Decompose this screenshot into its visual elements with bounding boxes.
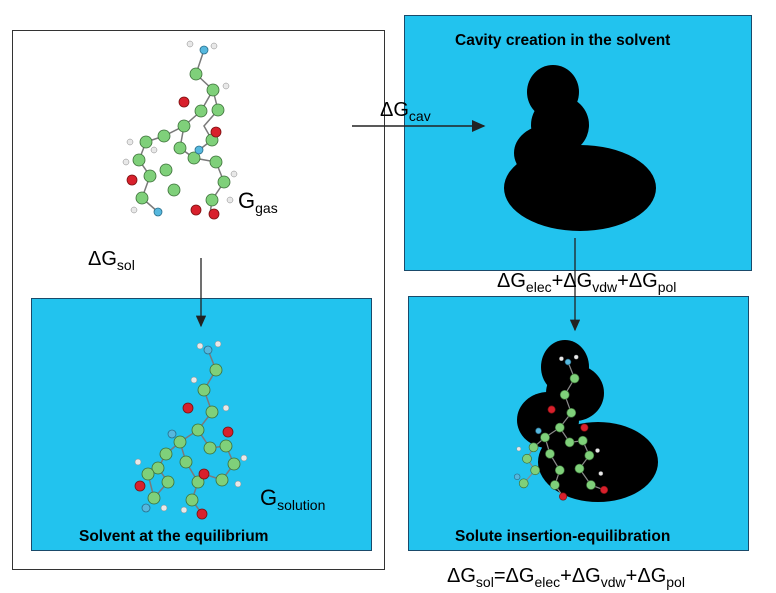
insertion-caption: Solute insertion-equilibration (455, 528, 671, 545)
cavity-to-insertion-expression: ΔGelec+ΔGvdw+ΔGpol (497, 270, 677, 295)
filled-cavity (517, 340, 658, 502)
equilibrium-caption: Solvent at the equilibrium (79, 528, 269, 545)
molecule-solution (134, 340, 248, 520)
g-solution-label: Gsolution (260, 485, 326, 513)
empty-cavity (504, 65, 656, 231)
cavity-caption: Cavity creation in the solvent (455, 32, 671, 49)
g-gas-label: Ggas (238, 188, 278, 216)
delta-g-cav-label: ΔGcav (380, 99, 431, 124)
molecule-in-cavity (513, 354, 609, 501)
gas-phase-frame (12, 30, 385, 570)
molecule-gas (122, 40, 238, 220)
solvation-equation: ΔGsol=ΔGelec+ΔGvdw+ΔGpol (447, 565, 685, 590)
delta-g-sol-label: ΔGsol (88, 248, 135, 273)
